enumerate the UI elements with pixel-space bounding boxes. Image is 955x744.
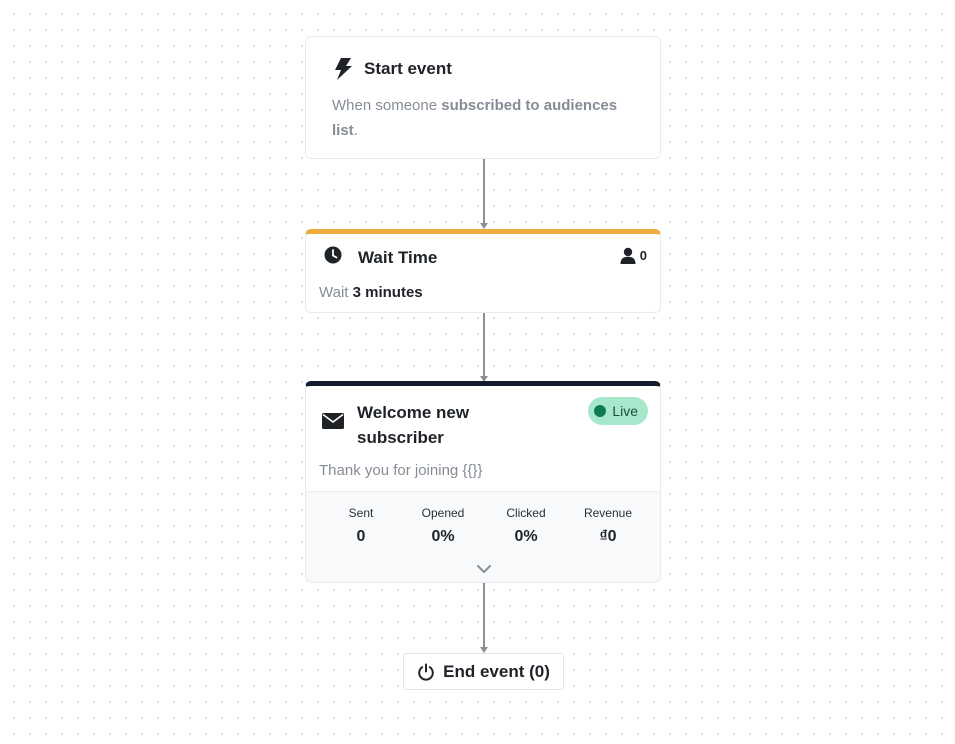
- start-event-title: Start event: [364, 59, 452, 78]
- connector-email-to-end: [483, 583, 485, 647]
- wait-time-title: Wait Time: [358, 247, 438, 267]
- wait-time-header: Wait Time: [324, 246, 437, 269]
- email-card[interactable]: Welcome new subscriber Live Thank you fo…: [305, 381, 661, 583]
- stat-label: Revenue: [583, 506, 633, 520]
- connector-arrowhead: [480, 647, 488, 653]
- envelope-icon: [322, 413, 344, 429]
- stat-label: Clicked: [506, 506, 546, 520]
- wait-desc-prefix: Wait: [319, 284, 353, 301]
- wait-time-card[interactable]: Wait Time 0 Wait 3 minutes: [305, 229, 661, 313]
- wait-time-description: Wait 3 minutes: [319, 284, 423, 301]
- connector-arrowhead: [480, 376, 488, 382]
- wait-count-value: 0: [639, 248, 647, 263]
- wait-desc-duration: 3 minutes: [352, 284, 423, 301]
- start-event-header: Start event: [332, 57, 452, 81]
- end-event-label: End event (0): [443, 661, 550, 681]
- connector-arrowhead: [480, 223, 488, 229]
- stat-opened: Opened 0%: [398, 506, 488, 546]
- stat-label: Sent: [348, 506, 374, 520]
- email-stats: Sent 0 Opened 0% Clicked 0% Revenue ₫0: [306, 491, 660, 582]
- connector-wait-to-email: [483, 313, 485, 376]
- stat-value: 0%: [514, 528, 538, 545]
- power-icon: [417, 663, 443, 681]
- status-label: Live: [612, 403, 638, 419]
- end-event-node[interactable]: End event (0): [403, 653, 564, 690]
- stat-value: 0: [356, 528, 366, 545]
- start-event-desc-prefix: When someone: [332, 97, 442, 114]
- email-subject-preview: Thank you for joining {{}}: [319, 462, 483, 479]
- stat-clicked: Clicked 0%: [481, 506, 571, 546]
- chevron-down-icon[interactable]: [476, 564, 492, 574]
- start-event-desc-suffix: .: [353, 122, 358, 139]
- connector-start-to-wait: [483, 159, 485, 223]
- stat-sent: Sent 0: [316, 506, 406, 546]
- lightning-icon: [332, 57, 354, 81]
- stat-label: Opened: [421, 506, 465, 520]
- wait-subscriber-count: 0: [620, 247, 647, 264]
- stat-value: 0%: [431, 528, 455, 545]
- start-event-description: When someone subscribed to audiences lis…: [332, 93, 632, 143]
- clock-icon: [324, 246, 342, 269]
- stat-revenue: Revenue ₫0: [563, 506, 653, 546]
- start-event-desc-bold: subscribed to audiences list: [332, 97, 618, 139]
- stat-value: ₫0: [599, 528, 617, 545]
- status-badge: Live: [588, 397, 648, 425]
- email-title: Welcome new subscriber: [357, 403, 470, 447]
- start-event-card[interactable]: Start event When someone subscribed to a…: [305, 36, 661, 159]
- user-icon: [620, 247, 640, 264]
- status-dot: [594, 405, 607, 417]
